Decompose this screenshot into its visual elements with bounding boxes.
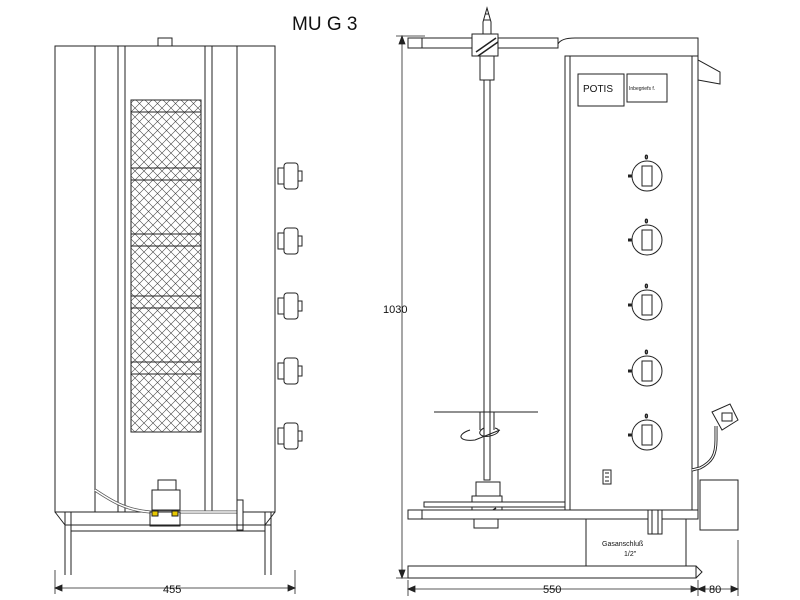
- dim-height: [396, 34, 425, 580]
- drawing-title: MU G 3: [292, 14, 357, 35]
- cabinet-knob-3: 0: [628, 284, 663, 321]
- info-plate: [626, 73, 668, 103]
- side-cabinet: [564, 55, 699, 511]
- svg-text:0: 0: [645, 155, 648, 161]
- svg-text:0: 0: [645, 284, 648, 290]
- brand-logo: POTIS: [583, 84, 613, 95]
- dim-height-label: 1030: [383, 304, 407, 316]
- cabinet-knobs: 0 0 0 0 0: [628, 155, 663, 451]
- gas-connection-size: 1/2": [624, 551, 637, 558]
- front-knob-5: [277, 422, 303, 450]
- front-stand: [54, 511, 276, 575]
- drip-tray: [423, 501, 570, 508]
- front-knob-4: [277, 357, 303, 385]
- cabinet-knob-4: 0: [628, 350, 663, 387]
- cabinet-knob-5: 0: [628, 414, 663, 451]
- svg-text:0: 0: [645, 219, 648, 225]
- gas-connection-label: Gasanschluß: [602, 541, 643, 548]
- side-stand: [407, 509, 703, 579]
- ignition-button: [602, 469, 612, 485]
- svg-text:0: 0: [645, 350, 648, 356]
- dim-connector-depth-label: 80: [709, 584, 721, 596]
- svg-text:0: 0: [645, 414, 648, 420]
- burner-grid: [130, 99, 202, 433]
- dim-front-width: [53, 570, 297, 594]
- spit-tip: [482, 6, 492, 35]
- front-knob-2: [277, 227, 303, 255]
- logo-plate: [577, 73, 625, 107]
- cabinet-knob-2: 0: [628, 219, 663, 256]
- gas-regulator: [157, 479, 177, 491]
- spit-rod: [483, 79, 491, 481]
- front-view: [54, 37, 303, 575]
- dim-front-width-label: 455: [163, 584, 181, 596]
- side-view: [396, 6, 721, 580]
- top-nipple: [157, 37, 173, 47]
- dim-side-depth: [406, 540, 740, 596]
- dim-side-depth-label: 550: [543, 584, 561, 596]
- front-knob-1: [277, 162, 303, 190]
- cabinet-knob-1: 0: [628, 155, 663, 192]
- brand-plate-text: Inbegriefs f.: [629, 86, 655, 92]
- power-connector: [691, 403, 739, 531]
- front-knob-3: [277, 292, 303, 320]
